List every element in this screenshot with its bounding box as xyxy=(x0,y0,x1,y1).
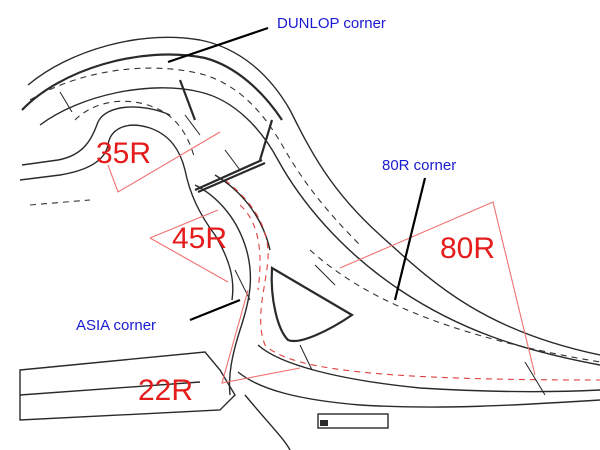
racing-line-red xyxy=(224,179,600,381)
pit-marker-fill xyxy=(320,420,328,426)
survey-marks xyxy=(59,91,546,396)
guard-rail-dunlop xyxy=(178,79,266,194)
corner-label-80r: 80R corner xyxy=(382,157,456,174)
ray-45r xyxy=(149,209,229,283)
corner-label-asia: ASIA corner xyxy=(76,317,156,334)
centerline-inner xyxy=(29,199,91,206)
centerline-upper xyxy=(29,67,361,246)
track-outer-barrier xyxy=(21,53,283,121)
lower-infield-block xyxy=(19,351,236,421)
ray-35r xyxy=(107,131,221,193)
infield-left-edge-2 xyxy=(21,106,171,166)
guard-rail-right xyxy=(258,119,274,161)
track-inner-lane xyxy=(194,184,252,396)
radius-rays xyxy=(107,131,536,384)
lower-track-edge xyxy=(244,394,291,450)
track-outer-edge-2 xyxy=(39,87,600,366)
centerline-infield xyxy=(74,100,196,161)
ray-22r xyxy=(221,289,301,384)
centerline-right xyxy=(309,249,600,363)
lower-track-edge-3 xyxy=(257,344,600,393)
leader-asia xyxy=(189,298,241,322)
infield-left-edge xyxy=(19,124,234,301)
radius-label-80r: 80R xyxy=(440,232,495,265)
radius-label-45r: 45R xyxy=(172,222,227,255)
lower-track-edge-2 xyxy=(237,371,600,408)
pit-marker-box xyxy=(317,413,389,429)
chicane-island xyxy=(270,266,355,343)
corner-label-dunlop: DUNLOP corner xyxy=(277,15,386,32)
racing-line-red-2 xyxy=(239,204,261,291)
lower-infield-edge xyxy=(19,381,201,396)
radius-label-35r: 35R xyxy=(96,137,151,170)
track-outer-edge-top xyxy=(27,36,600,356)
track-inner-lane-2 xyxy=(214,174,271,251)
leader-80r xyxy=(393,177,427,301)
radius-label-22r: 22R xyxy=(138,374,193,407)
leader-dunlop xyxy=(167,26,269,64)
ray-80r xyxy=(339,201,536,376)
